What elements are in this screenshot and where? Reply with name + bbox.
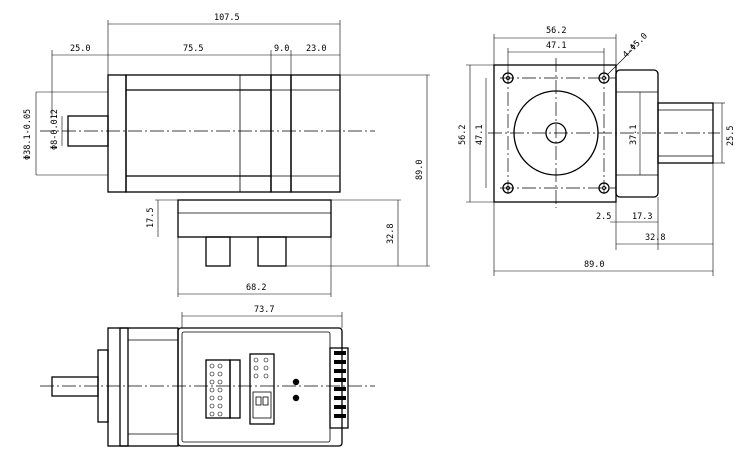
dim-overall-length: 107.5 <box>214 13 240 23</box>
terminal-block-right <box>249 353 275 425</box>
dim-drive-height: 17.5 <box>146 208 156 228</box>
dim-bolt-spacing-v: 47.1 <box>475 125 485 145</box>
dim-shaft-diameter: Φ8-0.012 <box>50 109 60 150</box>
dim-flange-width: 56.2 <box>546 26 566 36</box>
dim-shaft-length: 25.0 <box>70 44 90 54</box>
dim-offset-a: 2.5 <box>596 212 611 222</box>
side-view: 107.5 25.0 75.5 9.0 23.0 Φ38.1-0.05 Φ8-0… <box>23 13 430 297</box>
dim-segment-a: 9.0 <box>274 44 289 54</box>
dim-driver-length: 68.2 <box>246 283 266 293</box>
dim-hole-diameter: 4-Φ5.0 <box>621 31 650 60</box>
dim-driver-height: 32.8 <box>386 224 396 244</box>
dim-total-width: 89.0 <box>584 260 604 270</box>
dim-offset-b: 17.3 <box>632 212 652 222</box>
dim-inner-height: 37.1 <box>629 125 639 145</box>
dim-pilot-diameter: Φ38.1-0.05 <box>23 109 33 160</box>
dim-total-height: 89.0 <box>415 160 425 180</box>
front-view: 56.2 47.1 4-Φ5.0 56.2 47.1 37.1 25.5 2.5… <box>458 26 736 276</box>
heatsink-fins <box>334 351 346 418</box>
dim-depth: 32.8 <box>645 233 665 243</box>
dim-bolt-spacing-h: 47.1 <box>546 41 566 51</box>
terminal-block-left <box>205 359 241 419</box>
top-view: 73.7 <box>40 305 375 447</box>
dim-body-length: 75.5 <box>183 44 203 54</box>
dim-top-driver-length: 73.7 <box>254 305 274 315</box>
dim-flange-height: 56.2 <box>458 125 468 145</box>
dim-terminal-height: 25.5 <box>726 126 736 146</box>
dim-segment-b: 23.0 <box>306 44 326 54</box>
